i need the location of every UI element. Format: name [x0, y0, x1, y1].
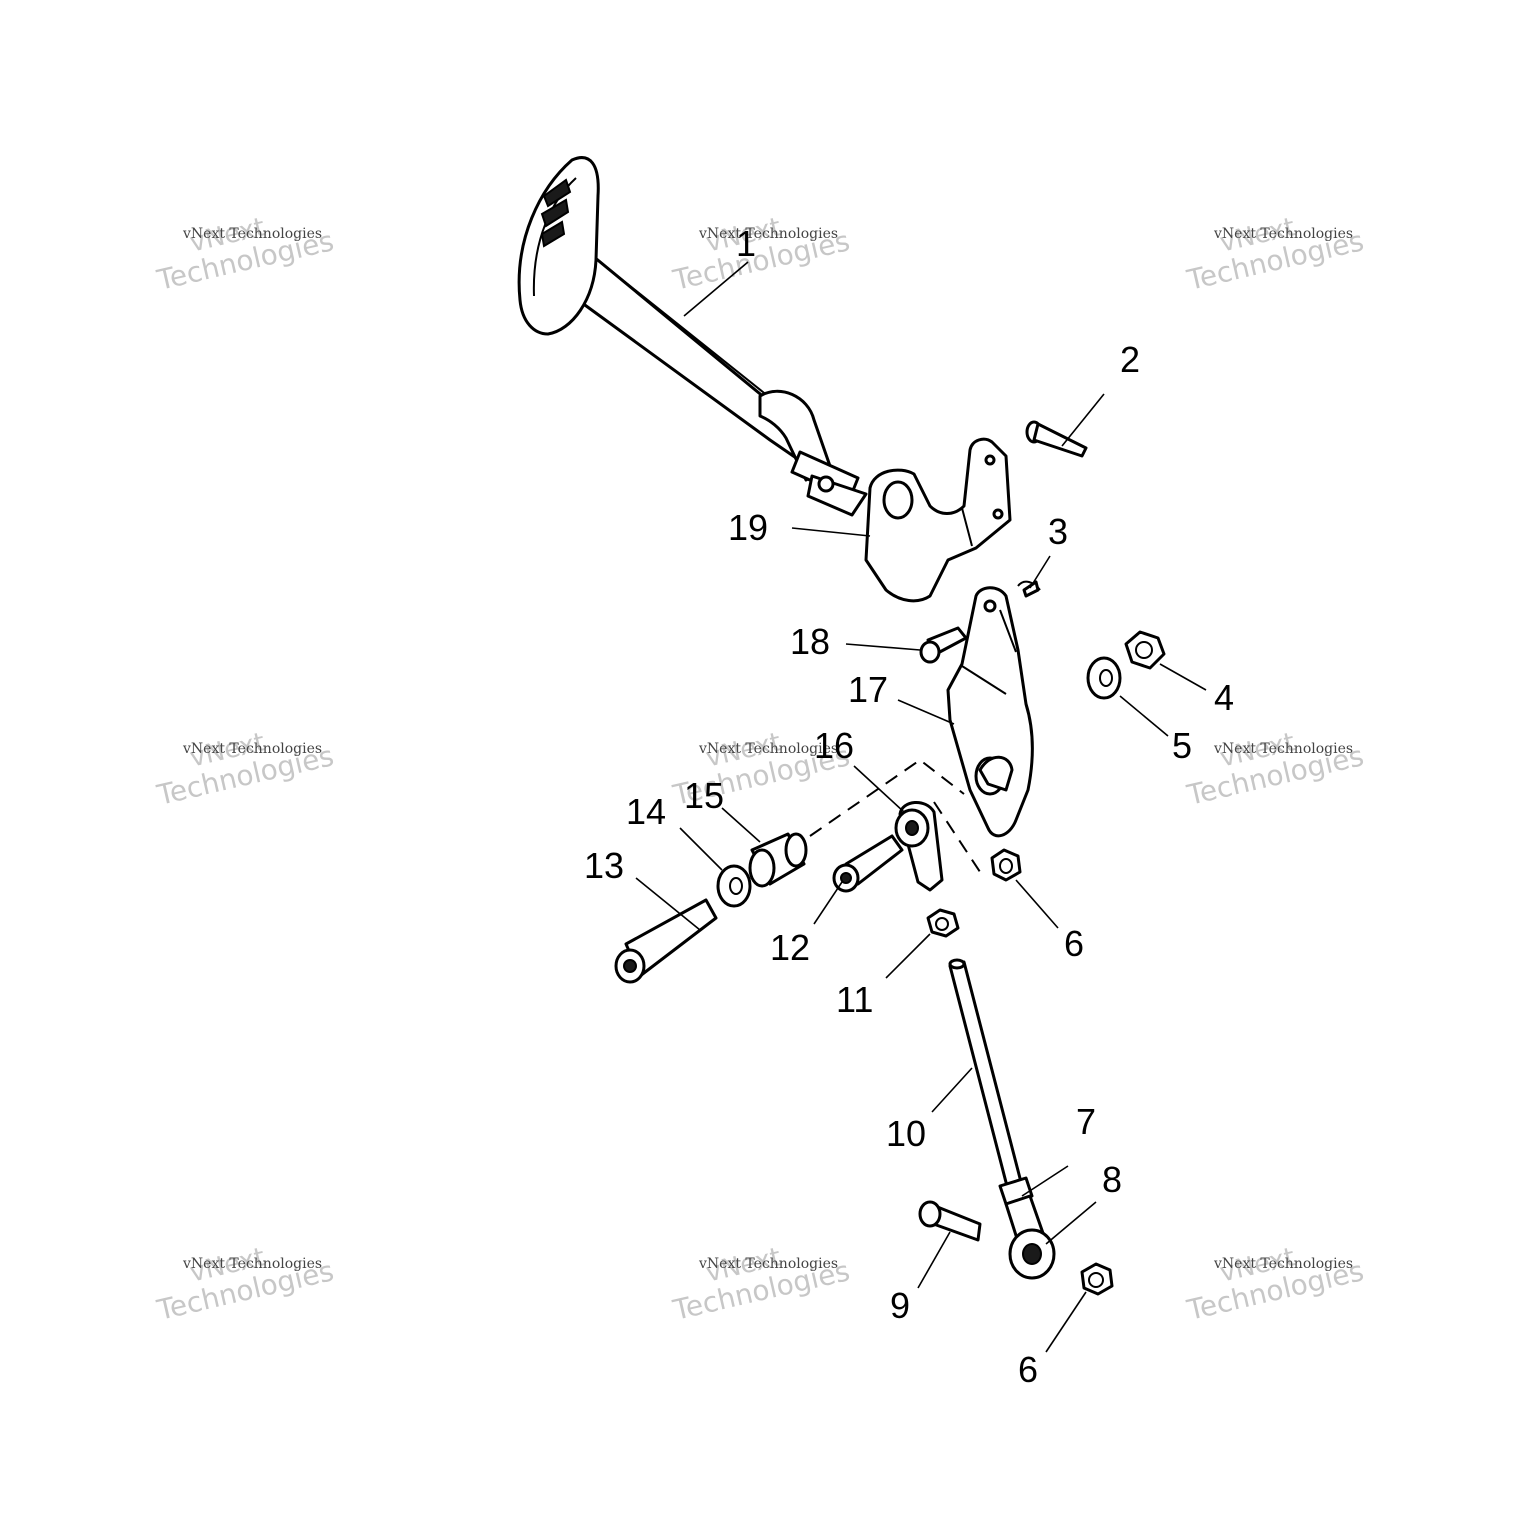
callout-2: 2	[1120, 339, 1140, 380]
watermark-line2: vNext Technologies	[1213, 1256, 1353, 1272]
callout-18: 18	[790, 621, 830, 662]
assembly-dashed-line	[933, 801, 985, 879]
callout-5: 5	[1172, 725, 1192, 766]
part-nut-6-upper	[990, 848, 1022, 882]
callout-8: 8	[1102, 1159, 1122, 1200]
part-clip	[1017, 580, 1041, 598]
watermark-line2: vNext Technologies	[698, 741, 838, 757]
part-spacer	[748, 832, 808, 888]
watermark-line2: vNext Technologies	[698, 226, 838, 242]
watermark-top-center: vNext Technologies	[669, 212, 853, 297]
part-bolt-12	[832, 834, 904, 893]
callout-13: 13	[584, 845, 624, 886]
watermark-bottom-left: vNext Technologies	[153, 1242, 337, 1327]
callout-14: 14	[626, 791, 666, 832]
watermark-line2: vNext Technologies	[182, 741, 322, 757]
callout-1: 1	[736, 223, 756, 264]
part-nut-6-lower	[1080, 1262, 1114, 1296]
watermark-top-right: vNext Technologies	[1183, 212, 1367, 297]
part-washer-14	[716, 864, 752, 908]
callout-6-lower: 6	[1018, 1349, 1038, 1390]
watermark-line2: vNext Technologies	[1213, 741, 1353, 757]
part-washer-5	[1086, 656, 1122, 700]
part-rod	[948, 958, 1024, 1192]
part-lever-plate	[946, 586, 1034, 838]
part-bracket-upper	[864, 437, 1012, 603]
callout-10: 10	[886, 1113, 926, 1154]
watermark-line2: vNext Technologies	[698, 1256, 838, 1272]
part-pin	[1025, 420, 1088, 458]
watermark-line2: vNext Technologies	[182, 1256, 322, 1272]
callout-15: 15	[684, 775, 724, 816]
part-bolt-9	[918, 1200, 982, 1242]
part-nut-11	[926, 908, 960, 938]
watermark-line2: vNext Technologies	[1213, 226, 1353, 242]
callout-3: 3	[1048, 511, 1068, 552]
part-rod-end-lower	[1004, 1194, 1056, 1280]
callout-4: 4	[1214, 677, 1234, 718]
part-brake-pedal	[517, 156, 868, 517]
watermark-line2: vNext Technologies	[182, 226, 322, 242]
watermark-mid-right: vNext Technologies	[1183, 727, 1367, 812]
part-bolt-13	[614, 898, 718, 984]
callout-7: 7	[1076, 1101, 1096, 1142]
watermark-bottom-center: vNext Technologies	[669, 1242, 853, 1327]
callout-17: 17	[848, 669, 888, 710]
callout-12: 12	[770, 927, 810, 968]
assembly-dashed-line	[809, 758, 965, 837]
callout-6-upper: 6	[1064, 923, 1084, 964]
watermark-mid-left: vNext Technologies	[153, 727, 337, 812]
leader-lines	[635, 261, 1207, 1353]
callout-19: 19	[728, 507, 768, 548]
watermark-bottom-right: vNext Technologies	[1183, 1242, 1367, 1327]
callout-16: 16	[814, 725, 854, 766]
watermark-top-left: vNext Technologies	[153, 212, 337, 297]
part-nut-4	[1124, 630, 1166, 670]
callout-9: 9	[890, 1285, 910, 1326]
callouts: 1 2 3 4 5 6 6 7 8 9 10 11 12 13 14 15 16…	[584, 223, 1234, 1390]
part-clevis-pin	[919, 626, 968, 664]
part-rod-end-upper	[894, 801, 944, 892]
callout-11: 11	[836, 979, 873, 1020]
